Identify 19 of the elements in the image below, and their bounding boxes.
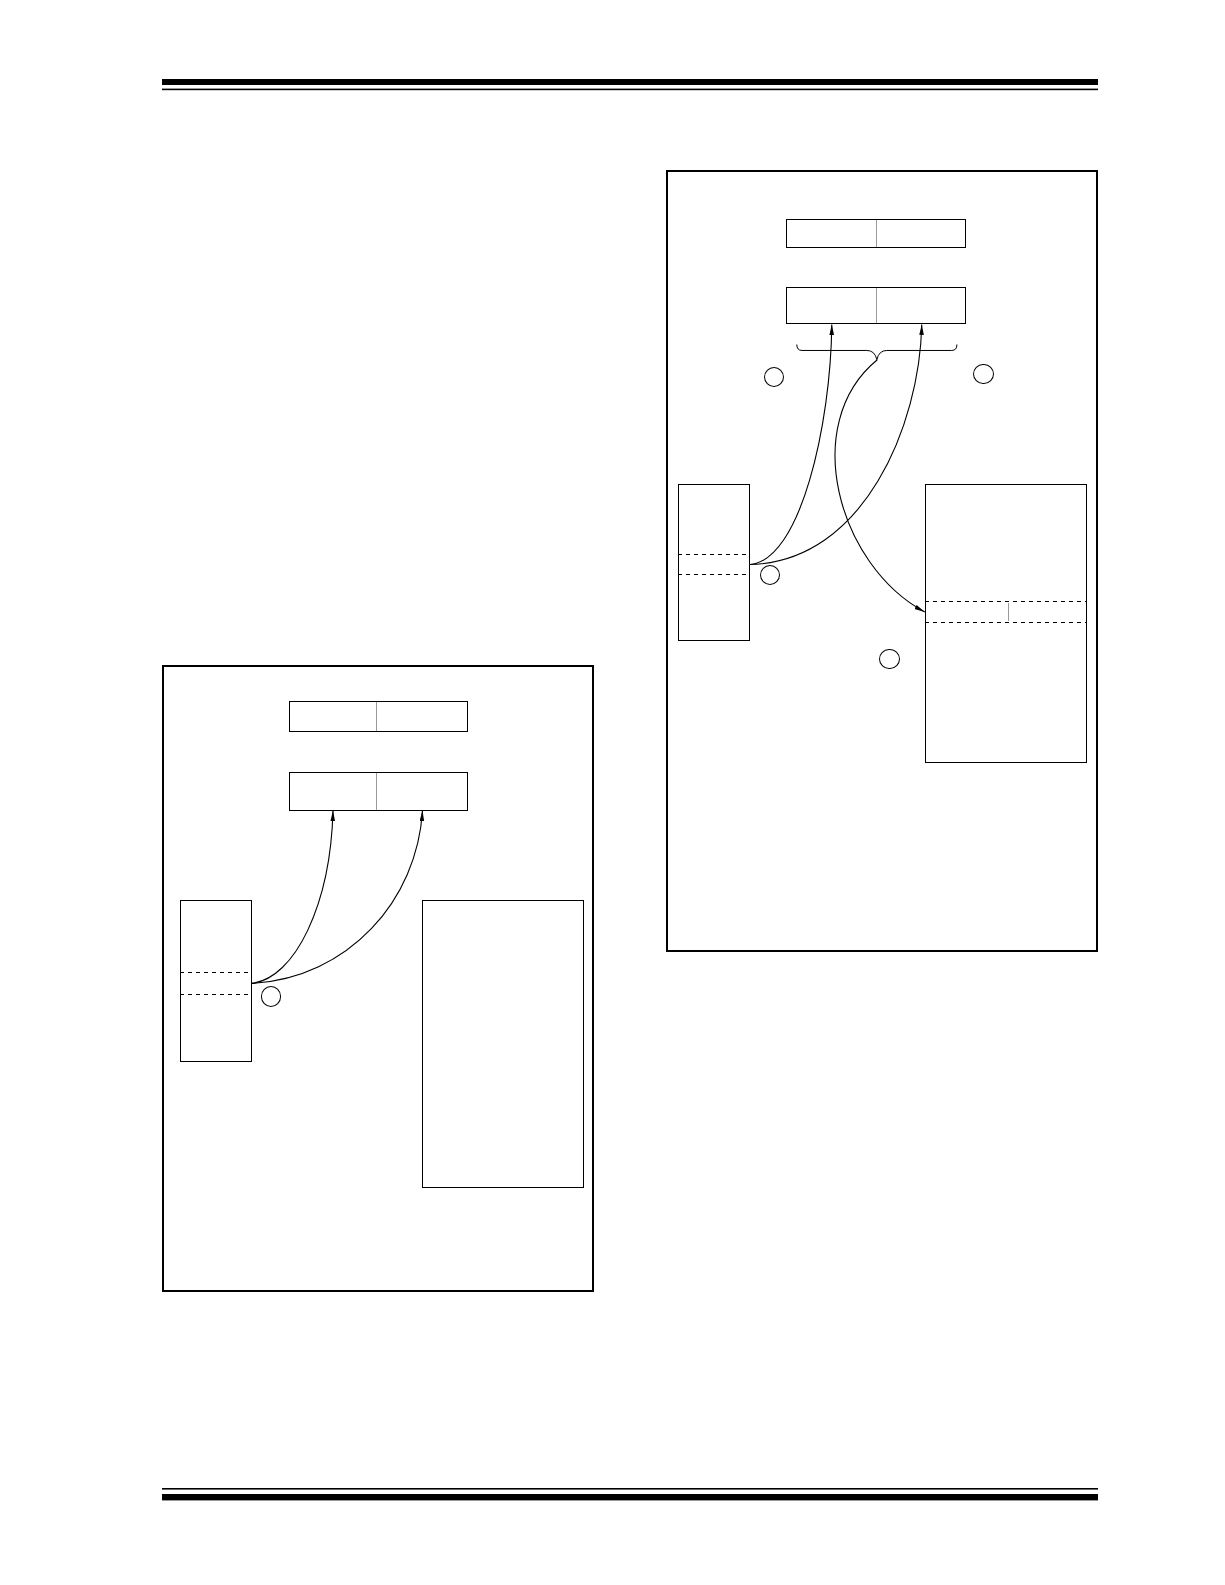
register-field xyxy=(786,287,878,325)
memory-block xyxy=(179,899,252,1063)
register-field xyxy=(289,772,377,811)
figure-frame xyxy=(161,665,595,1292)
register-field xyxy=(786,219,878,248)
brace xyxy=(796,343,959,360)
figure-frame xyxy=(666,169,1098,953)
memory-block xyxy=(678,484,750,641)
register-field xyxy=(289,701,377,732)
memory-block xyxy=(924,484,1087,764)
arrow xyxy=(251,810,335,984)
register-field xyxy=(877,287,967,325)
register-field xyxy=(377,772,468,811)
arrow xyxy=(251,810,424,984)
register-field xyxy=(877,219,967,248)
memory-block xyxy=(422,899,585,1188)
register-field xyxy=(377,701,468,732)
arrow xyxy=(834,359,926,613)
arrow xyxy=(749,323,924,565)
